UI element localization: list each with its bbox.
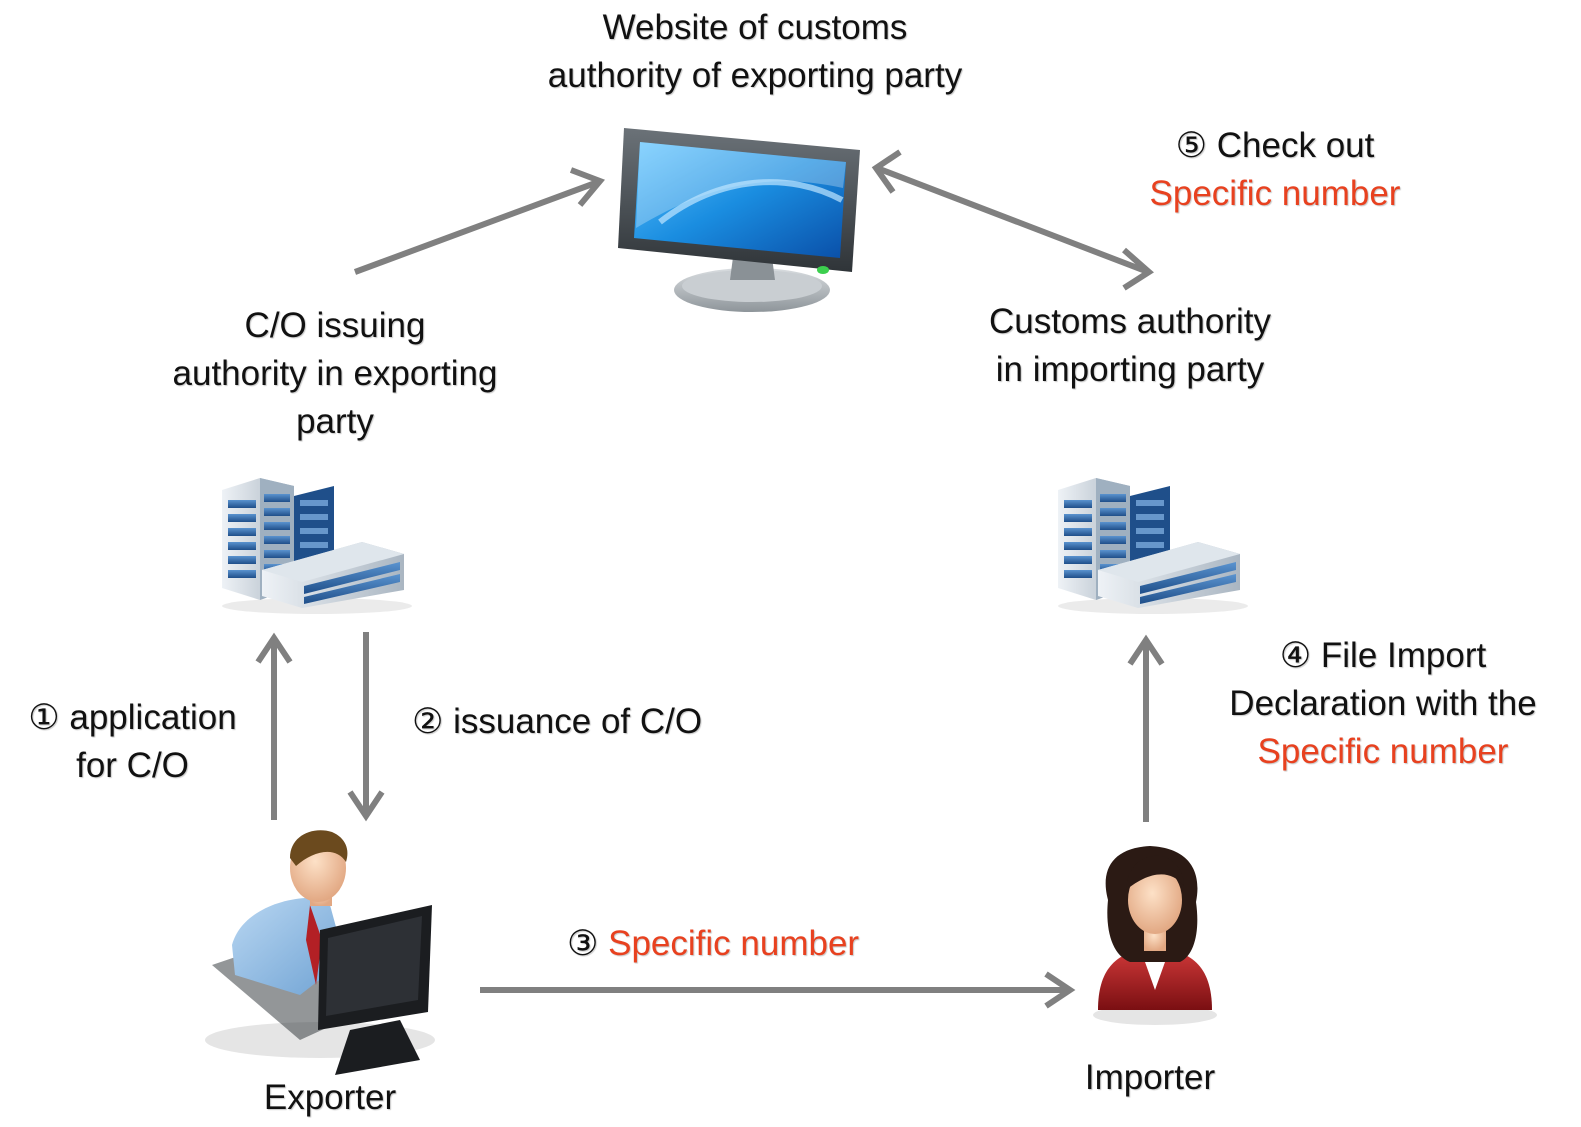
step2-label: ② issuance of C/O [412,698,702,746]
arrowhead-customs-side [1122,247,1154,291]
co-authority-label-line3: party [296,402,374,441]
arrowhead-step1 [255,632,293,664]
arrowhead-website-side [871,149,902,194]
step5-label-line1: ⑤ Check out [1175,126,1375,165]
step4-label-line2: Declaration with the [1229,684,1537,723]
co-authority-label-line1: C/O issuing [244,306,426,345]
step3-specific-number: Specific number [608,924,860,963]
step4-specific-number: Specific number [1257,732,1509,771]
step1-label-line1: ① application [28,698,237,737]
office-building-icon [1058,478,1248,614]
arrow-to-website [353,179,600,275]
step1-label-line2: for C/O [76,746,189,785]
arrowhead-to-website [569,167,605,207]
customs-import-label-line2: in importing party [995,350,1265,389]
step1-label: ① application for C/O [0,694,265,790]
step3-number: ③ [567,924,599,963]
arrowhead-step2 [347,790,385,822]
step5-label: ⑤ Check out Specific number [1110,122,1440,218]
step4-label-line1: ④ File Import [1279,636,1487,675]
website-label: Website of customs authority of exportin… [470,4,1040,100]
arrowhead-step4 [1127,634,1165,666]
monitor-icon [618,128,860,312]
website-label-line1: Website of customs [602,8,908,47]
arrow-website-customs [875,165,1150,275]
website-label-line2: authority of exporting party [547,56,963,95]
exporter-label: Exporter [230,1074,430,1122]
importer-label: Importer [1050,1054,1250,1102]
step3-label: ③ Specific number [567,920,859,968]
office-building-icon [222,478,412,614]
person-at-computer-icon [205,830,435,1075]
exporter-label-text: Exporter [263,1078,397,1117]
customs-import-label: Customs authority in importing party [950,298,1310,394]
step5-specific-number: Specific number [1149,174,1401,213]
businesswoman-icon [1093,846,1217,1025]
arrowhead-step3 [1044,971,1076,1009]
co-authority-label-line2: authority in exporting [172,354,498,393]
customs-import-label-line1: Customs authority [988,302,1272,341]
step2-label-text: ② issuance of C/O [412,702,703,741]
arrows [255,149,1165,1009]
step4-label: ④ File Import Declaration with the Speci… [1198,632,1568,776]
importer-label-text: Importer [1084,1058,1216,1097]
co-authority-label: C/O issuing authority in exporting party [120,302,550,446]
